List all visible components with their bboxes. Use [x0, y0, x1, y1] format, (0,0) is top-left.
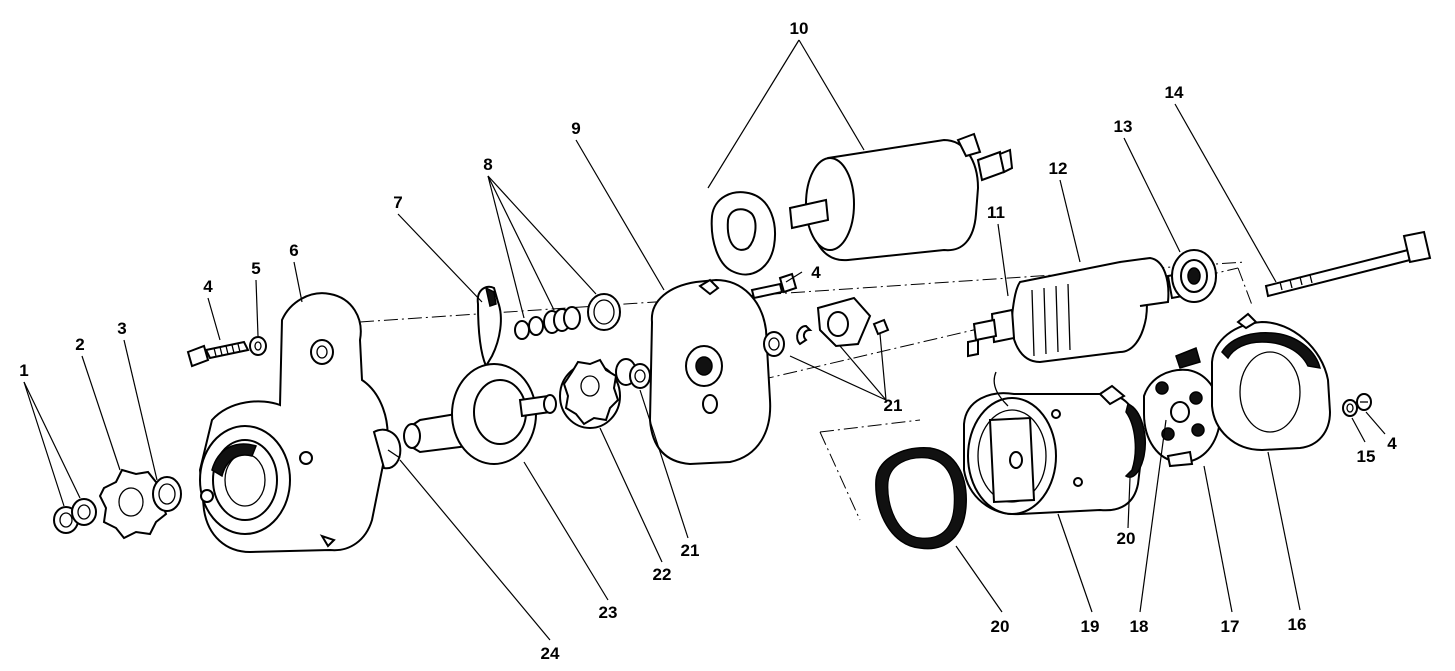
callout-4-right: 4 — [1387, 434, 1397, 453]
callout-7: 7 — [393, 193, 402, 212]
part-washers-plate — [763, 296, 890, 357]
callout-8: 8 — [483, 155, 492, 174]
callout-14: 14 — [1165, 83, 1184, 102]
part-screw-washer-right — [1342, 393, 1372, 417]
part-shift-lever — [476, 285, 502, 369]
part-solenoid — [710, 132, 1014, 276]
part-armature — [967, 256, 1196, 364]
part-seal — [387, 449, 401, 459]
callout-9: 9 — [571, 119, 580, 138]
part-bolt-left — [186, 340, 250, 368]
part-bolt-center — [750, 272, 798, 300]
part-drive-end-housing — [198, 292, 402, 554]
callout-11: 11 — [987, 203, 1005, 222]
part-yoke — [963, 371, 1144, 516]
callout-10: 10 — [790, 19, 809, 38]
callout-19: 19 — [1081, 617, 1100, 636]
leader-lines — [23, 39, 1386, 641]
callout-22: 22 — [653, 565, 672, 584]
part-snap-rings — [53, 498, 97, 534]
callout-labels: 1 2 3 4 5 6 7 8 9 10 4 21 11 12 13 14 15… — [19, 19, 1397, 663]
part-pinion-shaft — [403, 363, 557, 465]
callout-20-left: 20 — [991, 617, 1010, 636]
part-gear — [98, 468, 168, 540]
callout-21-center: 21 — [681, 541, 700, 560]
callout-6: 6 — [289, 241, 298, 260]
part-insulator-ring-small — [1124, 402, 1146, 478]
callout-5: 5 — [251, 259, 260, 278]
part-bearing — [1171, 249, 1217, 303]
part-end-cover — [1211, 312, 1332, 452]
callout-4-left: 4 — [203, 277, 213, 296]
callout-1: 1 — [19, 361, 28, 380]
callout-12: 12 — [1049, 159, 1068, 178]
part-through-bolt — [1264, 230, 1432, 298]
callout-17: 17 — [1221, 617, 1240, 636]
callout-16: 16 — [1288, 615, 1307, 634]
callout-2: 2 — [75, 335, 84, 354]
callout-4-center: 4 — [811, 263, 821, 282]
callout-15: 15 — [1357, 447, 1376, 466]
part-washer-left — [249, 336, 267, 356]
callout-21-right: 21 — [884, 396, 903, 415]
callout-18: 18 — [1130, 617, 1149, 636]
callout-23: 23 — [599, 603, 618, 622]
callout-3: 3 — [117, 319, 126, 338]
callout-20-right: 20 — [1117, 529, 1136, 548]
part-center-housing — [648, 278, 772, 466]
part-thrust-collar — [615, 358, 651, 389]
part-pinion-gear — [559, 358, 621, 429]
callout-13: 13 — [1114, 117, 1133, 136]
part-springs — [514, 293, 621, 340]
callout-24: 24 — [541, 644, 560, 663]
part-brush-holder — [1143, 346, 1222, 468]
part-insulator-ring-large — [875, 447, 967, 550]
part-collar — [152, 476, 182, 512]
